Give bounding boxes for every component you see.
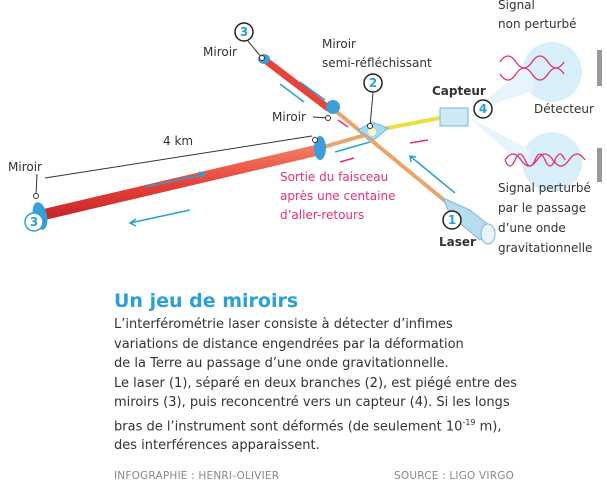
article: Un jeu de miroirs L’interférométrie lase… (114, 289, 554, 456)
marker-3-top: 3 (234, 22, 254, 42)
label-semi-mirror-1: Miroir (322, 37, 356, 51)
laser-beam-arm (319, 131, 373, 150)
label-mirror-near: Miroir (272, 110, 306, 124)
body-line: bras de l’instrument sont déformés (de s… (114, 413, 554, 437)
label-mirror-top: Miroir (203, 45, 237, 59)
label-signal-perturbed-3: d’une onde (498, 221, 566, 235)
label-sensor: Capteur (432, 84, 486, 98)
label-mirror-far: Miroir (8, 160, 42, 174)
label-signal-unperturbed-1: Signal (498, 0, 535, 12)
beam-splitter-glow (368, 128, 376, 136)
label-beam-exit-2: après une centaine (280, 189, 395, 203)
wave-unperturbed-1 (499, 55, 565, 69)
marker-3-far: 3 (24, 212, 44, 232)
article-title: Un jeu de miroirs (114, 290, 299, 312)
body-text: bras de l’instrument sont déformés (de s… (114, 418, 463, 434)
exponent: -19 (462, 417, 476, 427)
label-signal-perturbed-1: Signal perturbé (498, 181, 591, 195)
marker-1: 1 (442, 210, 462, 230)
short-arm-tube (261, 56, 332, 112)
body-line: variations de distance engendrées par la… (114, 336, 464, 352)
credit: INFOGRAPHIE : HENRI-OLIVIER (114, 470, 280, 482)
laser-beam (330, 106, 452, 207)
marker-4: 4 (473, 99, 493, 119)
distance-line (44, 135, 313, 179)
label-signal-perturbed-2: par le passage (498, 201, 586, 215)
label-detector: Détecteur (534, 102, 594, 116)
laser-lens (480, 223, 496, 245)
source: SOURCE : LIGO VIRGO (394, 470, 515, 482)
detector-bar-top (597, 50, 602, 86)
body-text: m), (475, 418, 502, 434)
marker-2: 2 (363, 73, 383, 93)
body-line: de la Terre au passage d’une onde gravit… (114, 356, 449, 371)
long-arm-tube (36, 144, 324, 221)
label-signal-perturbed-4: gravitationnelle (498, 241, 592, 255)
svg-text:2: 2 (369, 76, 377, 90)
article-body: L’interférométrie laser consiste à détec… (114, 315, 554, 456)
label-distance: 4 km (163, 134, 193, 148)
interferometer-diagram: 3 2 4 3 1 Miroir Miroir semi-réfléchissa… (8, 0, 602, 255)
label-laser: Laser (439, 235, 476, 249)
svg-text:3: 3 (240, 25, 248, 39)
top-near-mirror (326, 100, 340, 114)
body-line: Le laser (1), séparé en deux branches (2… (114, 375, 518, 391)
wave-unperturbed-2 (499, 67, 565, 81)
beam-arrows (337, 119, 429, 163)
svg-text:3: 3 (30, 215, 38, 229)
svg-text:1: 1 (448, 213, 456, 227)
label-beam-exit-1: Sortie du faisceau (280, 170, 388, 184)
perturbed-signal-bubble (522, 132, 582, 192)
label-signal-unperturbed-2: non perturbé (498, 17, 577, 31)
wave-perturbed-1 (504, 153, 586, 167)
sensor-box (439, 107, 469, 127)
wave-perturbed-2 (504, 153, 566, 167)
detector-bar-bottom (597, 148, 602, 182)
body-line: des interférences apparaissent. (114, 438, 320, 454)
label-beam-exit-3: d’aller-retours (280, 208, 364, 222)
svg-text:4: 4 (479, 102, 487, 116)
body-line: L’interférométrie laser consiste à détec… (114, 317, 453, 332)
direction-arrows (128, 81, 456, 227)
label-semi-mirror-2: semi-réfléchissant (322, 56, 432, 70)
body-line: miroirs (3), puis reconcentré vers un ca… (114, 395, 510, 410)
